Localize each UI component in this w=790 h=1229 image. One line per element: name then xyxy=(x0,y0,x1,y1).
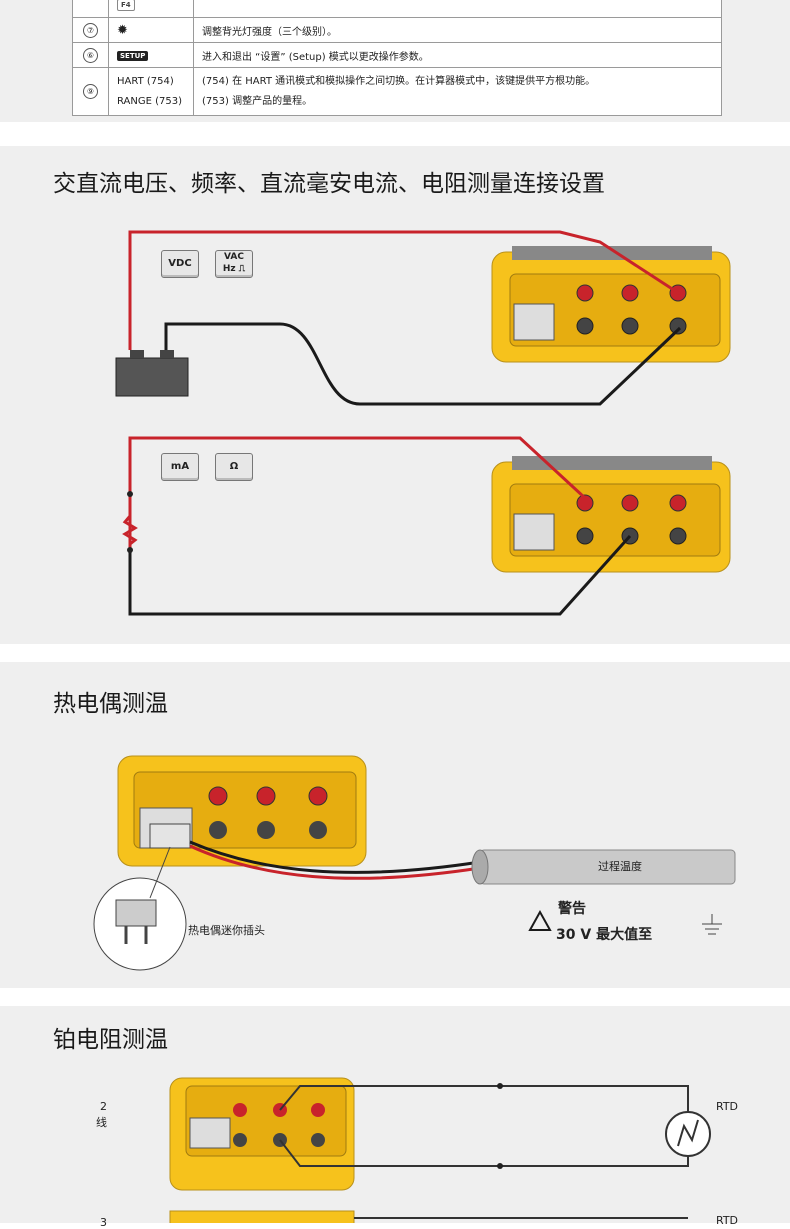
section-thermocouple: 热电偶测温 过程温度 热电偶迷你插头 警告 30 V 最大值至 xyxy=(0,662,790,988)
table-row: ⑦ ✹ 调整背光灯强度（三个级别）。 xyxy=(72,17,722,43)
table-row: ⑥ SETUP 进入和退出 “设置” (Setup) 模式以更改操作参数。 xyxy=(72,42,722,68)
f4-key: F4 xyxy=(117,0,135,11)
rtd-label: RTD xyxy=(716,1100,739,1113)
section-rtd: 铂电阻测温 2 线 RTD 3 RTD xyxy=(0,1006,790,1229)
ma-button: mA xyxy=(161,453,199,481)
row-desc: 进入和退出 “设置” (Setup) 模式以更改操作参数。 xyxy=(193,42,722,68)
section-title: 铂电阻测温 xyxy=(53,1027,168,1053)
rtd-label-2: RTD xyxy=(716,1214,739,1227)
row-desc: (754) 在 HART 通讯模式和模拟操作之间切换。在计算器模式中，该键提供平… xyxy=(202,75,596,87)
hart-key: HART (754) xyxy=(117,75,174,87)
vdc-button: VDC xyxy=(161,250,199,278)
voltage-wiring-diagram xyxy=(115,230,731,616)
warning-text: 30 V 最大值至 xyxy=(556,927,653,943)
row-desc: 调整背光灯强度（三个级别）。 xyxy=(193,17,722,43)
backlight-icon: ✹ xyxy=(117,22,128,38)
warning-title: 警告 xyxy=(558,901,586,917)
ground-icon xyxy=(702,914,722,935)
table-row: ⑨ HART (754)RANGE (753) (754) 在 HART 通讯模… xyxy=(72,67,722,116)
table-row: F4 xyxy=(72,0,722,18)
plug-label: 热电偶迷你插头 xyxy=(188,924,265,937)
range-key: RANGE (753) xyxy=(117,95,182,107)
process-temp-label: 过程温度 xyxy=(598,860,642,873)
ohm-button: Ω xyxy=(215,453,253,481)
row-desc-2: (753) 调整产品的量程。 xyxy=(202,95,313,107)
key-table: F4 ⑦ ✹ 调整背光灯强度（三个级别）。 ⑥ SETUP 进入和退出 “设置”… xyxy=(72,0,722,116)
warning-icon xyxy=(528,909,552,931)
key-table-section: F4 ⑦ ✹ 调整背光灯强度（三个级别）。 ⑥ SETUP 进入和退出 “设置”… xyxy=(0,0,790,122)
section-title: 热电偶测温 xyxy=(53,691,168,717)
resistor-icon xyxy=(122,436,587,550)
battery-icon xyxy=(115,357,189,397)
meter-body xyxy=(491,246,731,363)
section-voltage-connection: 交直流电压、频率、直流毫安电流、电阻测量连接设置 xyxy=(0,146,790,644)
meter-body xyxy=(491,456,731,573)
wire-count-2: 2 xyxy=(100,1100,107,1113)
wire-unit: 线 xyxy=(96,1116,107,1129)
thermocouple-diagram xyxy=(93,755,736,971)
section-title: 交直流电压、频率、直流毫安电流、电阻测量连接设置 xyxy=(53,171,605,197)
setup-key: SETUP xyxy=(117,50,149,61)
rtd-diagram xyxy=(169,1077,711,1223)
